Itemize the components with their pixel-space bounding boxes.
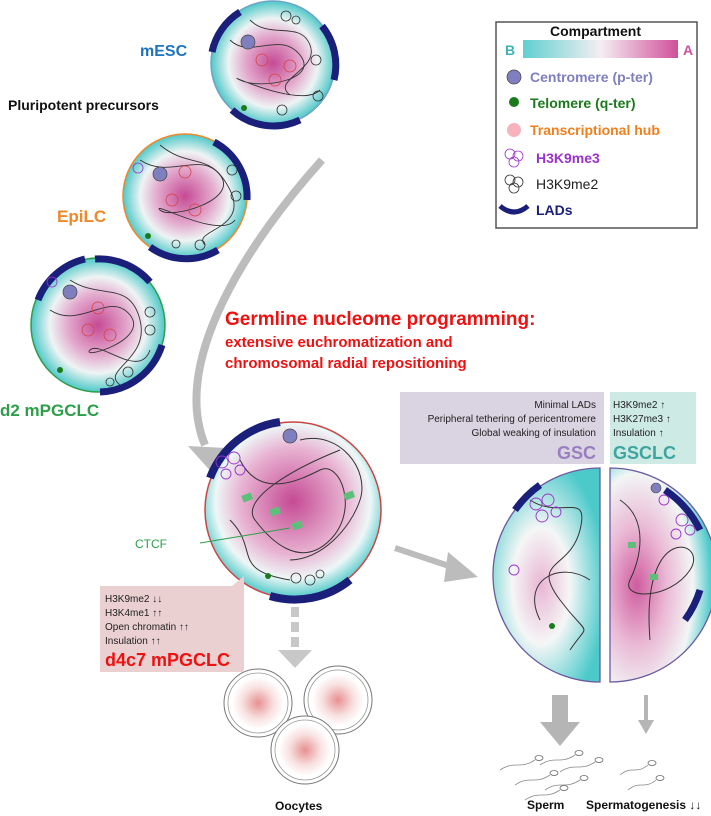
h3k9me2-legend-icon	[504, 174, 524, 194]
gsc-half-nucleus	[492, 467, 601, 683]
ctcf-pointer	[199, 527, 291, 544]
epilc-label: EpiLC	[57, 207, 106, 226]
compartment-gradient-bar	[523, 40, 678, 58]
programming-subtitle-1: extensive euchromatization and	[225, 334, 453, 351]
mesc-label: mESC	[140, 43, 188, 60]
gsclc-half-nucleus	[609, 467, 711, 683]
to-oocytes-arrow	[278, 607, 312, 668]
d4c7-line-1: H3K9me2 ↓↓	[105, 594, 162, 605]
gsc-annotation-box	[400, 392, 604, 464]
gsclc-annotation-box	[610, 392, 696, 464]
h3k9me3-legend-icon	[504, 148, 524, 168]
lads-legend-icon	[498, 204, 530, 215]
gsc-line-3: Global weaking of insulation	[471, 428, 596, 439]
programming-subtitle-2: chromosomal radial repositioning	[225, 355, 467, 372]
d4c7-line-4: Insulation ↑↑	[105, 636, 161, 647]
legend-a-label: A	[683, 42, 693, 58]
telomere-legend-icon	[509, 97, 519, 107]
to-gsc-arrow-head	[444, 552, 478, 582]
oocytes-label: Oocytes	[275, 799, 323, 813]
pluripotent-label: Pluripotent precursors	[8, 97, 159, 113]
d4c7-line-2: H3K4me1 ↑↑	[105, 608, 162, 619]
gsc-label: GSC	[557, 443, 596, 463]
ctcf-label: CTCF	[135, 537, 167, 551]
oocytes-cells	[223, 665, 373, 785]
centromere-legend-icon	[506, 69, 522, 85]
gsclc-line-3: Insulation ↑	[613, 428, 664, 439]
gsclc-line-2: H3K27me3 ↑	[613, 414, 671, 425]
legend-lads-label: LADs	[536, 202, 573, 218]
legend-hub-label: Transcriptional hub	[530, 122, 660, 138]
d4c7-annotation-box	[100, 576, 244, 672]
to-spermatogenesis-arrow	[638, 695, 654, 734]
legend-b-label: B	[505, 42, 515, 58]
legend-telomere-label: Telomere (q-ter)	[530, 95, 636, 111]
spermatogenesis-label: Spermatogenesis ↓↓	[586, 798, 701, 812]
legend-h3k9me2-label: H3K9me2	[536, 176, 598, 192]
legend-centromere-label: Centromere (p-ter)	[530, 69, 653, 85]
d4c7-mpgclc-label: d4c7 mPGCLC	[105, 650, 230, 670]
d2-mpgclc-label: d2 mPGCLC	[0, 401, 99, 420]
legend-box	[495, 21, 698, 229]
sperm-label: Sperm	[527, 798, 564, 812]
gsclc-label: GSCLC	[613, 443, 676, 463]
gsc-line-1: Minimal LADs	[534, 400, 596, 411]
to-gsc-arrow	[394, 545, 456, 571]
d4c7-mpgclc-nucleus	[204, 418, 382, 604]
to-sperm-arrow	[540, 695, 580, 746]
d2-mpgclc-nucleus	[30, 255, 166, 396]
programming-arrow	[192, 157, 325, 447]
legend-title: Compartment	[550, 23, 641, 39]
gsclc-line-1: H3K9me2 ↑	[613, 400, 665, 411]
gsc-line-2: Peripheral tethering of pericentromere	[428, 414, 597, 425]
programming-title: Germline nucleome programming:	[225, 309, 535, 330]
legend-h3k9me3-label: H3K9me3	[536, 150, 600, 166]
sperm-cells	[499, 750, 604, 801]
mesc-nucleus	[208, 0, 340, 130]
epilc-nucleus	[122, 133, 251, 263]
spermatogenesis-cells	[619, 760, 665, 791]
hub-legend-icon	[507, 123, 521, 137]
d4c7-line-3: Open chromatin ↑↑	[105, 622, 189, 633]
